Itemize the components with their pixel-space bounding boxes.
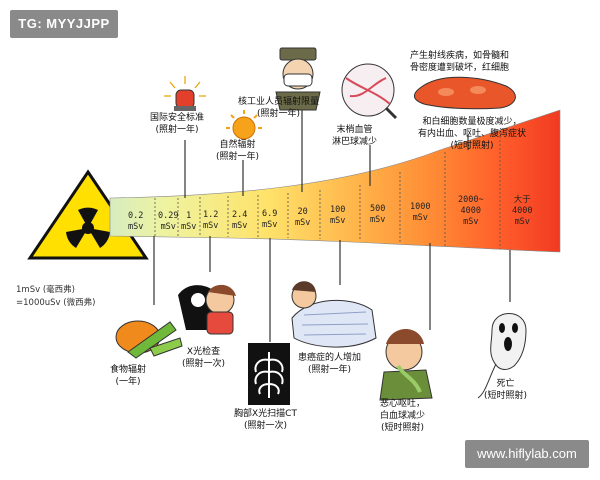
- label-chest-ct: 胸部X光扫描CT (照射一次): [234, 409, 297, 431]
- blood-vessel-icon: [341, 63, 398, 120]
- unit-note: 1mSv (毫西弗) =1000uSv (微西弗): [16, 285, 96, 308]
- sick-person-illustration: [291, 281, 377, 348]
- label-cancer: 患癌症的人增加 (照射一年): [298, 353, 362, 375]
- tick-4: 2.4 mSv: [232, 210, 248, 231]
- food-illustration: [115, 320, 183, 359]
- chest-xray-film: [248, 343, 290, 405]
- nuclear-worker-illustration: [275, 47, 321, 111]
- tick-6: 20 mSv: [295, 207, 311, 228]
- label-vessel: 末梢血管 淋巴球减少: [332, 125, 378, 147]
- ghost-icon: [477, 313, 527, 399]
- site-badge: www.hiflylab.com: [465, 440, 589, 468]
- tick-10: 2000~ 4000 mSv: [458, 195, 484, 227]
- tick-9: 1000 mSv: [410, 202, 431, 223]
- tick-3: 1.2 mSv: [203, 210, 219, 231]
- dose-band: [109, 109, 561, 253]
- label-nausea: 恶心呕吐， 白血球减少 (短时照射): [380, 399, 426, 433]
- tick-0: 0.2 mSv: [128, 211, 144, 232]
- label-intl-standard: 国际安全标准 (照射一年): [150, 113, 205, 135]
- label-wbc: 和白细胞数量极度减少， 有内出血、呕吐、腹泻症状 (短时照射): [418, 117, 527, 151]
- tick-11: 大于 4000 mSv: [512, 195, 533, 227]
- tick-5: 6.9 mSv: [262, 209, 278, 230]
- label-xray-check: X光检查 (照射一次): [182, 347, 226, 369]
- tick-1: 0.29 mSv: [158, 211, 179, 232]
- label-nuclear-worker: 核工业人员辐射限量 (照射一年): [238, 97, 320, 119]
- connector-lines: [153, 110, 511, 342]
- tick-8: 500 mSv: [370, 204, 386, 225]
- xray-check-illustration: [178, 284, 236, 335]
- band-dividers: [154, 132, 501, 249]
- watermark-badge: TG: MYYJJPP: [10, 10, 118, 38]
- sun-icon: [226, 110, 262, 140]
- tick-7: 100 mSv: [330, 205, 346, 226]
- vomiting-person-illustration: [379, 329, 433, 401]
- label-food: 食物辐射 (一年): [110, 365, 147, 387]
- label-natural-1: 自然辐射 (照射一年): [216, 140, 260, 162]
- tick-2: 1 mSv: [181, 211, 197, 232]
- blood-cells-illustration: [414, 76, 516, 110]
- label-death: 死亡 (短时照射): [484, 379, 528, 401]
- warning-light-icon: [164, 76, 206, 111]
- label-top-note: 产生射线疾病，如骨髓和 骨密度遭到破坏，红细胞: [410, 51, 510, 73]
